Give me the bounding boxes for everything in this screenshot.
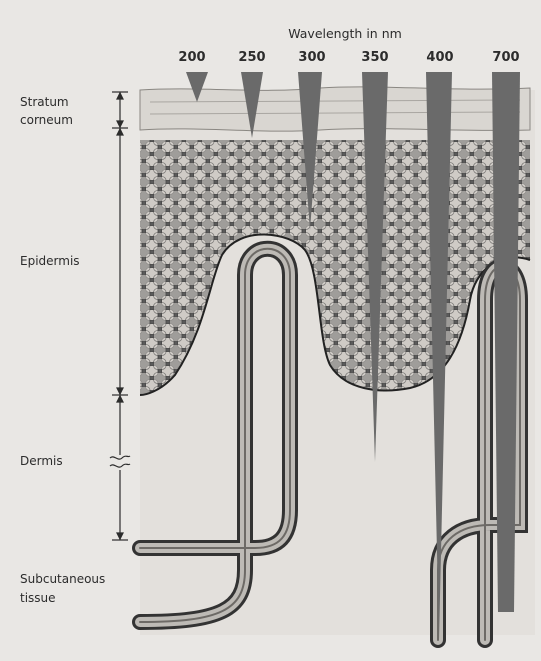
label-subcutaneous-line1: Subcutaneous — [20, 572, 105, 586]
wavelength-label-200: 200 — [178, 50, 205, 65]
diagram-title: Wavelength in nm — [288, 26, 402, 41]
wavelength-label-700: 700 — [492, 50, 519, 65]
wavelength-label-300: 300 — [298, 50, 325, 65]
layer-scale — [110, 92, 130, 540]
label-stratum-line2: corneum — [20, 113, 73, 127]
label-subcutaneous-line2: tissue — [20, 591, 56, 605]
label-epidermis: Epidermis — [20, 254, 80, 268]
label-stratum-line1: Stratum — [20, 95, 69, 109]
wavelength-label-250: 250 — [238, 50, 265, 65]
wavelength-label-350: 350 — [361, 50, 388, 65]
wavelength-label-400: 400 — [426, 50, 453, 65]
label-dermis: Dermis — [20, 454, 63, 468]
